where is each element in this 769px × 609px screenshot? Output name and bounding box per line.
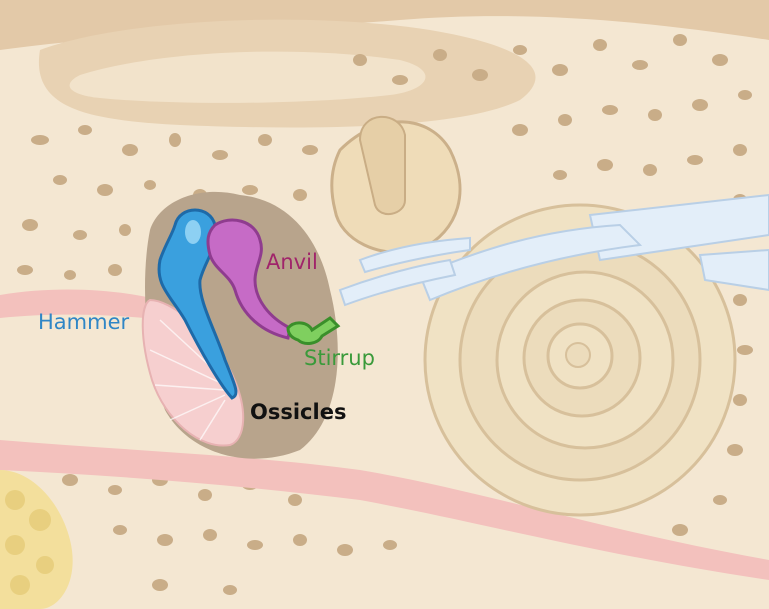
- anvil-label: Anvil: [266, 252, 318, 273]
- hammer-label: Hammer: [38, 312, 129, 333]
- hammer-head-highlight: [185, 220, 201, 244]
- ossicles-label: Ossicles: [250, 402, 346, 423]
- stirrup-label: Stirrup: [304, 348, 375, 369]
